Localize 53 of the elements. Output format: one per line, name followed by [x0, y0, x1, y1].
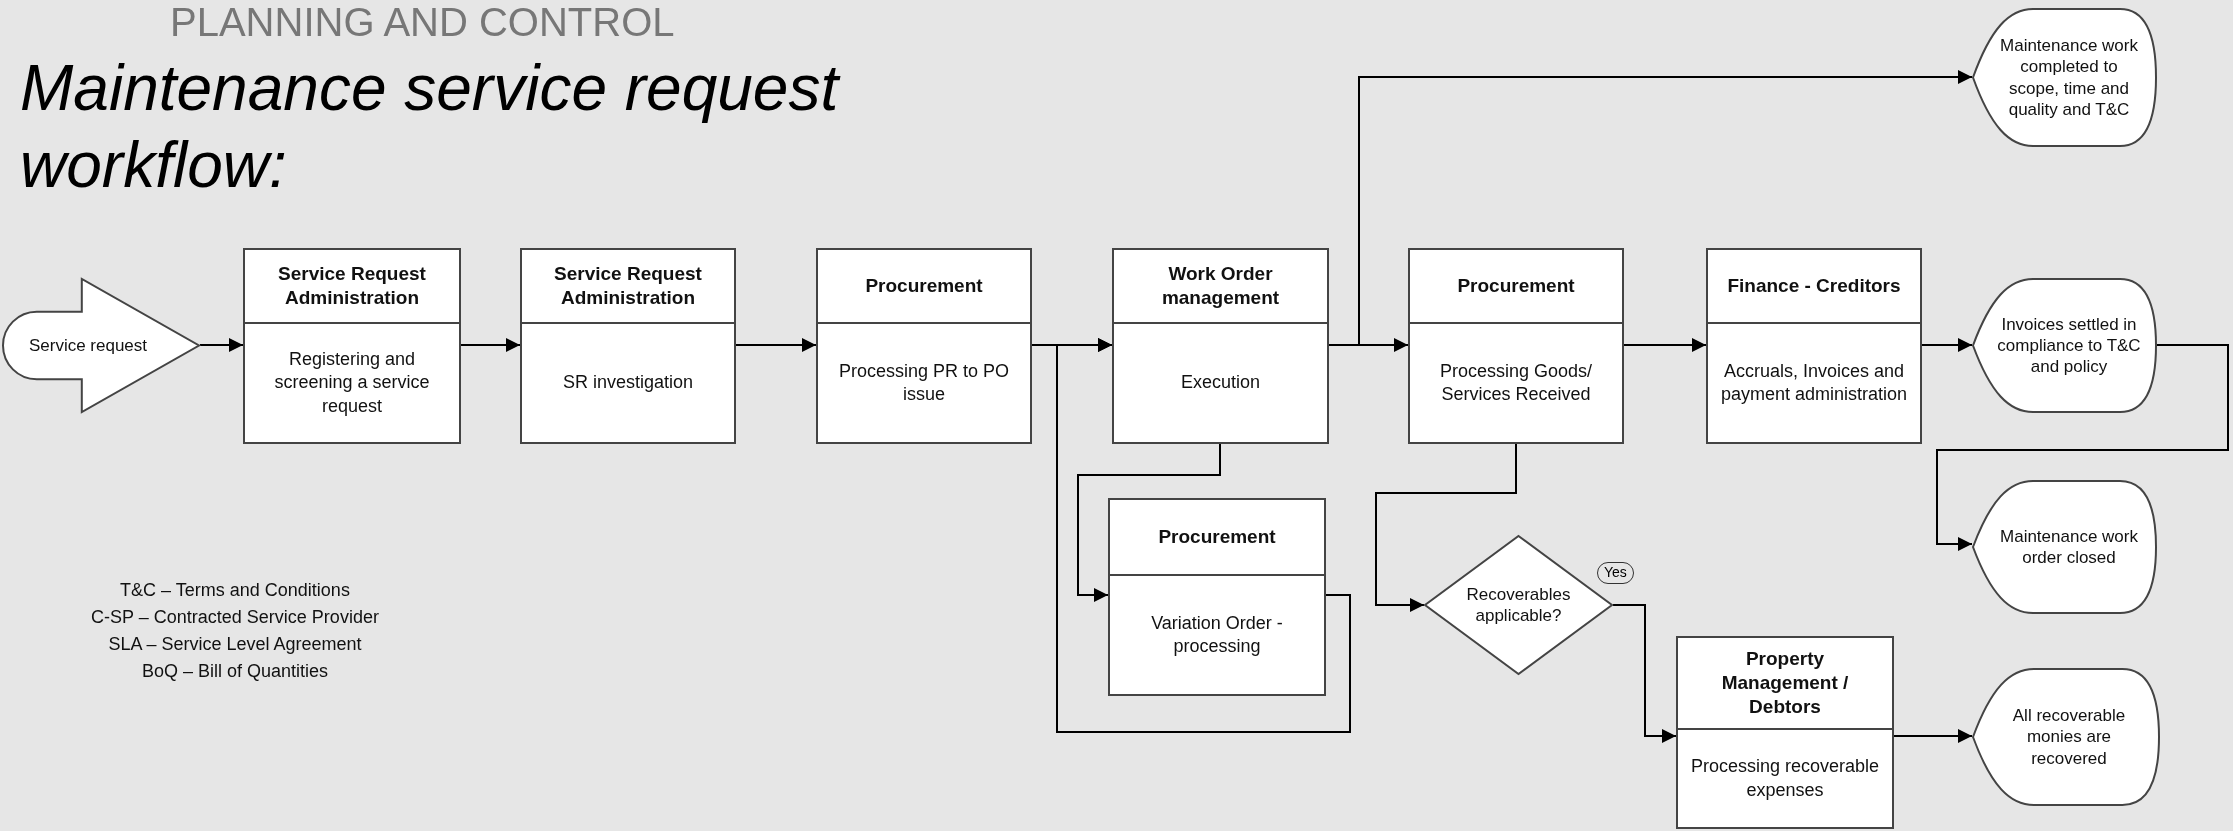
shape-text: All recoverable monies are recovered — [2011, 705, 2127, 769]
process-box — [243, 248, 461, 444]
arrow — [1623, 338, 1707, 352]
shape-text: Service request — [28, 334, 148, 357]
box-text: Accruals, Invoices and payment administration — [1719, 359, 1909, 406]
box-text: SR investigation — [562, 371, 694, 395]
shape-text: Invoices settled in compliance to T&C and policy — [1996, 313, 2142, 378]
box-heading: Procurement — [865, 274, 983, 298]
shape-text: Maintenance work completed to scope, time and quality and T&C — [1999, 35, 2139, 120]
box-heading: Work Order management — [1160, 262, 1281, 310]
terminator-shape — [1972, 480, 2157, 614]
process-box — [816, 248, 1032, 444]
terminator-shape — [1972, 668, 2160, 806]
arrow — [1056, 338, 1351, 733]
abbreviation-note: SLA – Service Level Agreement — [108, 634, 362, 655]
box-heading: Property Management / Debtors — [1720, 647, 1850, 719]
arrow — [1612, 604, 1677, 743]
box-heading: Finance - Creditors — [1727, 274, 1901, 298]
arrow — [1375, 443, 1517, 612]
arrow — [1077, 443, 1221, 602]
diagram-title: Maintenance service request workflow: — [20, 51, 842, 203]
edge-label: Yes — [1597, 562, 1634, 584]
box-text: Processing recoverable expenses — [1689, 755, 1881, 802]
process-box — [1408, 248, 1624, 444]
arrow — [1921, 338, 1973, 352]
process-box — [1706, 248, 1922, 444]
box-text: Registering and screening a service request — [273, 347, 431, 418]
abbreviation-note: BoQ – Bill of Quantities — [141, 661, 329, 682]
shape-text: Maintenance work order closed — [1999, 525, 2139, 569]
terminator-shape — [1972, 278, 2157, 413]
page-heading: PLANNING AND CONTROL — [170, 2, 675, 42]
shape-text: Recoverables applicable? — [1465, 583, 1572, 627]
arrow — [1893, 729, 1973, 743]
process-box — [1108, 498, 1326, 696]
start-arrow-shape — [3, 278, 200, 413]
box-heading: Procurement — [1158, 525, 1276, 549]
box-heading: Service Request Administration — [553, 262, 703, 310]
arrow — [460, 338, 521, 352]
arrow — [1936, 344, 2229, 551]
arrow — [199, 338, 244, 352]
abbreviation-note: T&C – Terms and Conditions — [120, 580, 350, 601]
box-text: Processing Goods/ Services Received — [1438, 359, 1594, 406]
box-heading: Procurement — [1457, 274, 1575, 298]
box-heading: Service Request Administration — [277, 262, 427, 310]
process-box — [520, 248, 736, 444]
terminator-shape — [1972, 8, 2157, 147]
box-text: Execution — [1180, 371, 1261, 395]
process-box — [1112, 248, 1329, 444]
abbreviation-note: C-SP – Contracted Service Provider — [91, 607, 379, 628]
box-text: Variation Order - processing — [1150, 611, 1284, 658]
box-text: Processing PR to PO issue — [837, 359, 1011, 406]
process-box — [1676, 636, 1894, 829]
arrow — [735, 338, 817, 352]
